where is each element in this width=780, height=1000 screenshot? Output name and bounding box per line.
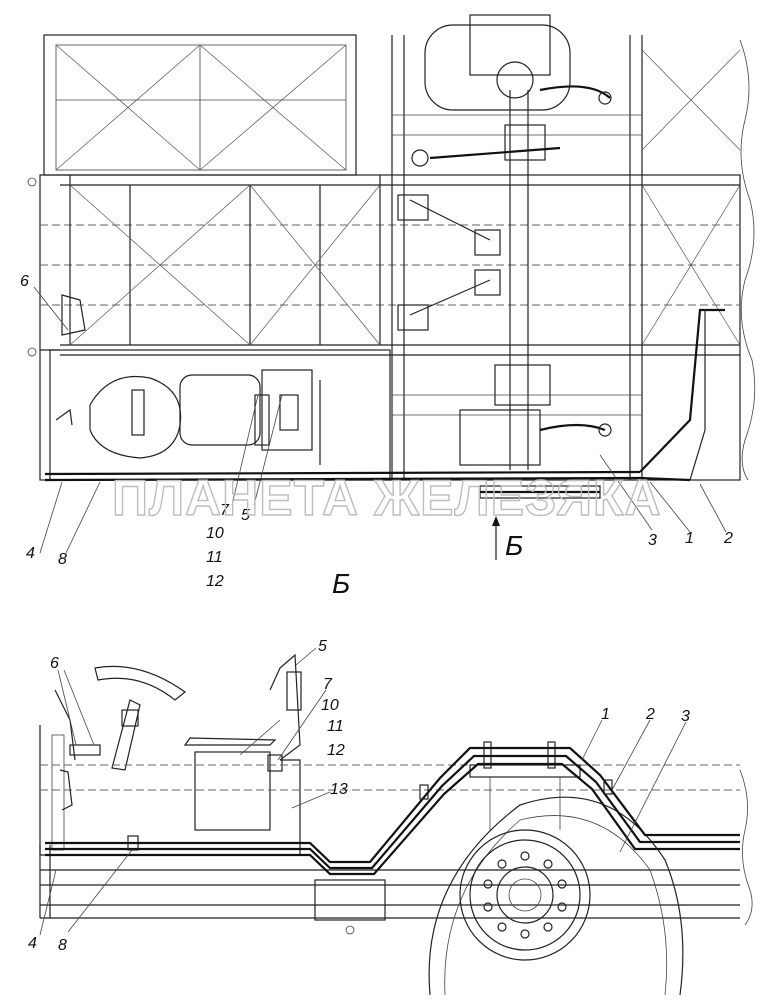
top-callout-1: 1 xyxy=(685,530,694,547)
front-axle-assembly xyxy=(397,14,612,470)
rear-wheel xyxy=(428,764,684,996)
side-callout-11: 11 xyxy=(327,718,344,735)
side-chassis xyxy=(39,769,753,935)
side-callout-8: 8 xyxy=(58,937,67,954)
top-view: 6 4 8 7 5 10 11 12 3 1 2 Б Б ПЛАНЕТА ЖЕЛ… xyxy=(20,14,756,599)
view-title: Б xyxy=(332,568,350,599)
side-callout-3: 3 xyxy=(681,708,690,725)
wheel-lugs xyxy=(483,851,567,939)
top-callout-4: 4 xyxy=(26,545,35,562)
top-callout-5: 5 xyxy=(241,507,250,524)
top-callout-12: 12 xyxy=(206,573,224,590)
side-leaders xyxy=(39,647,687,936)
top-callout-3: 3 xyxy=(648,532,657,549)
top-callout-6: 6 xyxy=(20,273,29,290)
top-callout-2: 2 xyxy=(723,530,733,547)
side-callout-6: 6 xyxy=(50,655,59,672)
side-callout-13: 13 xyxy=(330,781,348,798)
top-callout-11: 11 xyxy=(206,549,223,566)
pipe-lines-side xyxy=(45,741,740,876)
left-equipment xyxy=(27,177,391,481)
side-callout-1: 1 xyxy=(601,706,610,723)
side-callout-5: 5 xyxy=(318,638,327,655)
view-arrow-label: Б xyxy=(505,530,523,561)
watermark: ПЛАНЕТА ЖЕЛЕЗЯКА xyxy=(112,470,662,526)
side-callout-12: 12 xyxy=(327,742,345,759)
side-callout-7: 7 xyxy=(323,676,333,693)
side-callout-4: 4 xyxy=(28,935,37,952)
top-leaders xyxy=(33,286,727,560)
top-callout-10: 10 xyxy=(206,525,224,542)
chassis-frame xyxy=(39,35,756,481)
top-callout-8: 8 xyxy=(58,551,67,568)
top-callout-7: 7 xyxy=(220,502,230,519)
side-callout-10: 10 xyxy=(321,697,339,714)
side-callout-2: 2 xyxy=(645,706,655,723)
cab-frame xyxy=(43,34,357,176)
pipe-lines-top xyxy=(44,308,725,499)
side-view: 6 5 7 10 11 12 13 1 2 3 4 8 xyxy=(28,638,753,996)
